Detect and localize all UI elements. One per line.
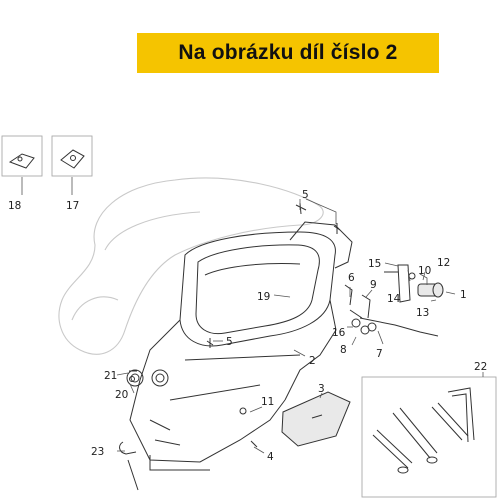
- callout-13: 13: [416, 307, 429, 319]
- callout-2: 2: [309, 355, 316, 367]
- callout-22: 22: [474, 361, 487, 373]
- callout-16: 16: [332, 327, 346, 339]
- callout-12: 12: [437, 257, 450, 269]
- callout-8: 8: [340, 344, 347, 356]
- callout-10: 10: [418, 265, 431, 277]
- callout-labels: 1 2 3 4 5 5 6 7 8 9 10 11 12 13 14 15 16…: [8, 189, 487, 463]
- leader-lines: [21, 177, 484, 454]
- cover-plate: [281, 391, 351, 447]
- callout-20: 20: [115, 389, 128, 401]
- seat-outline: [58, 177, 324, 355]
- thumbnail-18: [1, 135, 43, 177]
- callout-14: 14: [387, 293, 401, 305]
- callout-17: 17: [66, 200, 79, 212]
- callout-11: 11: [261, 396, 274, 408]
- thumbnail-17: [51, 135, 93, 177]
- callout-6: 6: [348, 272, 355, 284]
- callout-7: 7: [376, 348, 383, 360]
- callout-18: 18: [8, 200, 21, 212]
- hinge-parts: [344, 284, 377, 335]
- callout-19: 19: [257, 291, 270, 303]
- callout-23: 23: [91, 446, 104, 458]
- storage-compartment: [126, 221, 353, 471]
- callout-21: 21: [104, 370, 117, 382]
- banner-text: Na obrázku díl číslo 2: [178, 41, 398, 64]
- callout-15: 15: [368, 258, 381, 270]
- seat-lock-assembly: [384, 264, 444, 303]
- tool-kit-box: [361, 376, 497, 498]
- callout-9: 9: [370, 279, 377, 291]
- fasteners: [119, 202, 341, 491]
- part-number-banner: Na obrázku díl číslo 2: [137, 33, 439, 73]
- callout-3: 3: [318, 383, 325, 395]
- seat-release-cable: [349, 309, 439, 337]
- callout-5-inner: 5: [226, 336, 233, 348]
- callout-4: 4: [267, 451, 274, 463]
- callout-1: 1: [460, 289, 467, 301]
- callout-5-top: 5: [302, 189, 309, 201]
